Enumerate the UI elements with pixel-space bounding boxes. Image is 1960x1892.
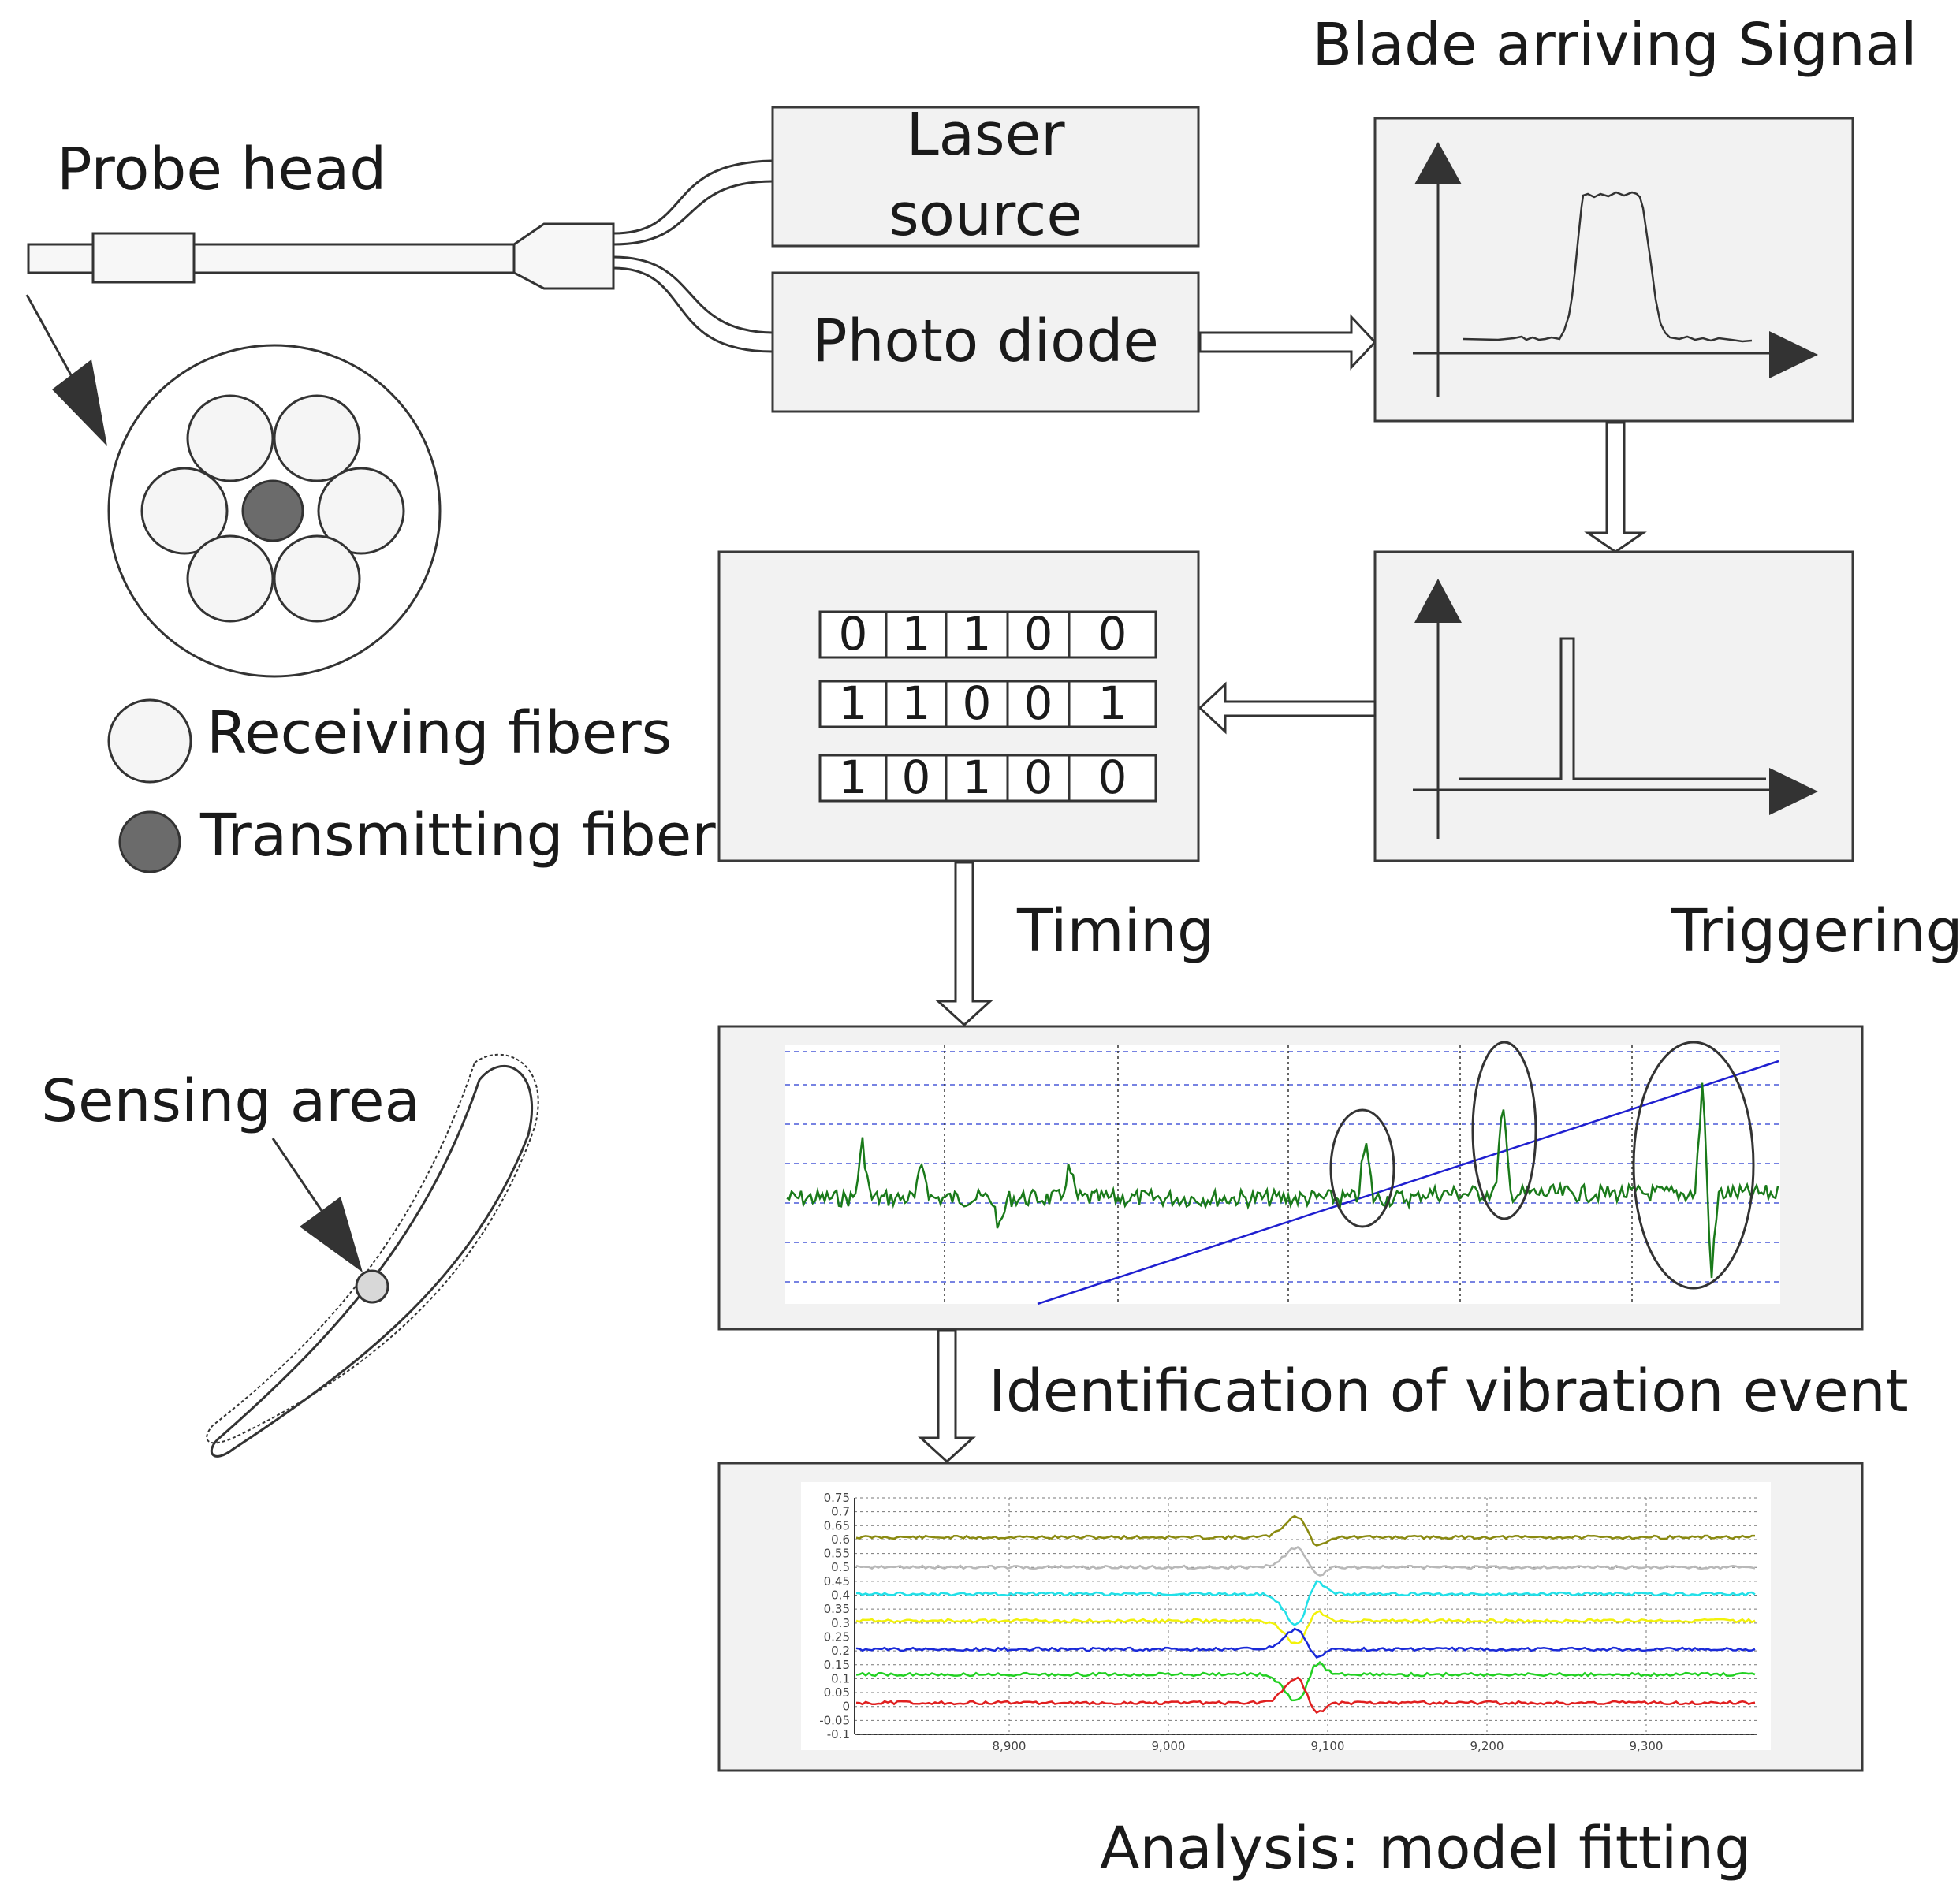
- trace-green: [855, 1661, 1756, 1702]
- blade-pulse-trace: [1463, 191, 1753, 343]
- fit-y-tick-label: 0.05: [824, 1685, 850, 1700]
- triggering-x-arrowhead: [1769, 768, 1818, 815]
- fit-y-tick-label: 0.15: [824, 1658, 850, 1672]
- bit-value: 1: [902, 676, 931, 730]
- vibration-event-grid: [785, 1045, 1780, 1304]
- fit-y-tick-label: 0.3: [831, 1616, 850, 1630]
- bit-row-frame: [818, 610, 1157, 659]
- model-fit-plot-area: [801, 1482, 1771, 1750]
- fit-y-tick-label: 0.4: [831, 1588, 850, 1603]
- fit-y-tick-label: -0.05: [819, 1713, 850, 1727]
- arrow-timing-to-event-plot: [935, 861, 993, 1027]
- fiber-split-cables: [613, 159, 773, 353]
- trace-cyan: [855, 1580, 1756, 1626]
- fit-y-tick-label: 0.5: [831, 1560, 850, 1574]
- fit-y-tick-label: 0.7: [831, 1505, 850, 1519]
- fit-x-tick-label: 9,200: [1470, 1739, 1504, 1753]
- blade-signal-x-arrowhead: [1769, 331, 1818, 378]
- bit-value: 0: [1024, 676, 1053, 730]
- bit-value: 1: [839, 750, 868, 804]
- sensing-area-label: Sensing area: [41, 1067, 420, 1135]
- identification-label: Identification of vibration event: [989, 1358, 1909, 1425]
- model-fit-traces: [855, 1514, 1756, 1714]
- analysis-label: Analysis: model fitting: [1100, 1815, 1751, 1883]
- bit-value: 0: [1098, 607, 1127, 661]
- bit-value: 0: [963, 676, 992, 730]
- arrow-photodiode-to-signal: [1198, 314, 1377, 371]
- transmitting-fiber-label: Transmitting fiber: [199, 802, 716, 870]
- trace-gray: [855, 1545, 1756, 1577]
- blade-signal-axes: [1413, 180, 1798, 397]
- blade-signal-y-arrowhead: [1414, 142, 1462, 184]
- laser-source-label-line2: source: [889, 181, 1082, 249]
- bit-value: 1: [902, 607, 931, 661]
- trace-blue: [855, 1627, 1756, 1659]
- timing-label: Timing: [1016, 897, 1214, 965]
- sensing-area-arrowhead: [300, 1197, 363, 1272]
- fiber-cross-section: [107, 344, 442, 678]
- vibration-event-markers: [1329, 1041, 1755, 1290]
- bit-value: 0: [839, 607, 868, 661]
- bit-value: 0: [1024, 607, 1053, 661]
- trace-yellow: [855, 1609, 1756, 1644]
- probe-head: [27, 222, 615, 290]
- fit-x-tick-label: 9,300: [1630, 1739, 1664, 1753]
- fit-y-tick-label: 0.35: [824, 1602, 850, 1616]
- fit-y-tick-label: 0.2: [831, 1644, 850, 1658]
- trigger-pulse-trace: [1459, 637, 1766, 780]
- trace-red: [855, 1676, 1756, 1714]
- vibration-event-plot-area: [785, 1045, 1780, 1304]
- vibration-signal-trace: [786, 1082, 1779, 1279]
- transmitting-fiber-legend-icon: [118, 810, 181, 873]
- fit-y-tick-label: 0.45: [824, 1574, 850, 1588]
- bit-row-frame: [818, 754, 1157, 803]
- event-marker-3: [1632, 1041, 1755, 1290]
- laser-source-box: [771, 106, 1200, 248]
- photo-diode-box: [771, 271, 1200, 413]
- fit-x-tick-label: 8,900: [993, 1739, 1027, 1753]
- receiving-fibers-label: Receiving fibers: [207, 699, 672, 767]
- event-marker-1: [1329, 1108, 1395, 1228]
- event-marker-2: [1471, 1041, 1537, 1220]
- triggering-y-arrowhead: [1414, 579, 1462, 623]
- triggering-label: Triggering: [1671, 897, 1960, 965]
- bit-value: 0: [1098, 750, 1127, 804]
- bit-row-frame: [818, 680, 1157, 728]
- arrow-event-to-fit-plot: [918, 1329, 976, 1464]
- arrow-triggering-to-timing: [1198, 681, 1377, 735]
- probe-pointer-arrowhead: [52, 359, 107, 446]
- fit-y-tick-label: 0.6: [831, 1533, 850, 1547]
- bit-value: 1: [1098, 676, 1127, 730]
- fit-x-tick-label: 9,100: [1311, 1739, 1345, 1753]
- bit-value: 1: [839, 676, 868, 730]
- photo-diode-label: Photo diode: [812, 307, 1159, 375]
- blade-signal-title: Blade arriving Signal: [1312, 11, 1917, 79]
- probe-head-label: Probe head: [57, 136, 386, 203]
- sensing-area-spot: [355, 1269, 389, 1304]
- fit-y-tick-label: -0.1: [827, 1727, 850, 1741]
- fit-y-tick-label: 0.55: [824, 1547, 850, 1561]
- arrow-signal-to-triggering: [1584, 421, 1647, 553]
- fit-x-tick-label: 9,000: [1152, 1739, 1186, 1753]
- bit-value: 0: [1024, 750, 1053, 804]
- fit-y-tick-label: 0.65: [824, 1518, 850, 1533]
- model-fit-ticks: 0.750.70.650.60.550.50.450.40.350.30.250…: [819, 1491, 1663, 1753]
- triggering-axes: [1413, 613, 1798, 839]
- fit-y-tick-label: 0.25: [824, 1629, 850, 1644]
- laser-source-label-line1: Laser: [906, 101, 1065, 169]
- fit-y-tick-label: 0.75: [824, 1491, 850, 1505]
- fit-y-tick-label: 0: [842, 1700, 850, 1714]
- bit-value: 1: [963, 607, 992, 661]
- bit-value: 1: [963, 750, 992, 804]
- receiving-fiber-legend-icon: [107, 698, 192, 784]
- trace-olive: [855, 1514, 1755, 1547]
- trend-line: [1037, 1060, 1779, 1305]
- fit-y-tick-label: 0.1: [831, 1671, 850, 1685]
- bit-value: 0: [902, 750, 931, 804]
